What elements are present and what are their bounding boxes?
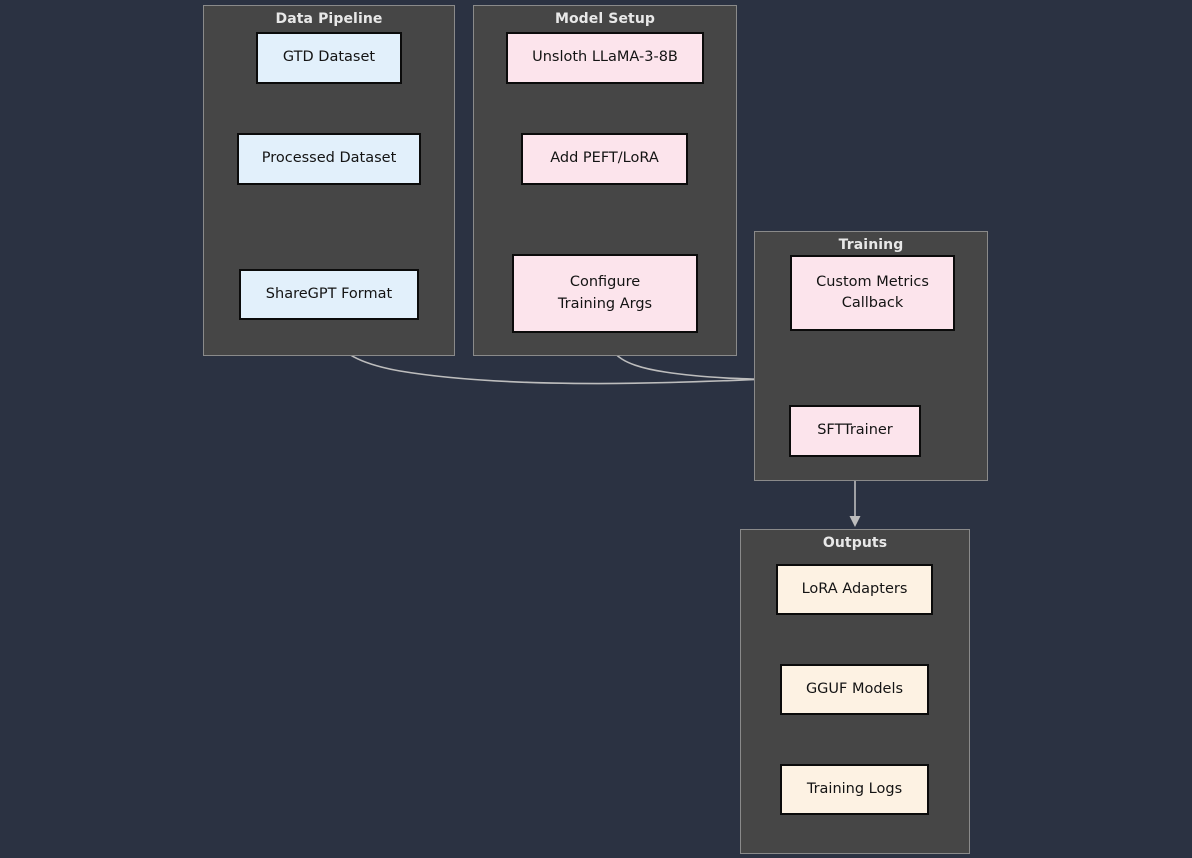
node-label-gguf-models: GGUF Models: [805, 680, 904, 697]
node-label-gtd-dataset: GTD Dataset: [282, 49, 376, 66]
cluster-title-data-pipeline: Data Pipeline: [275, 11, 383, 27]
cluster-title-outputs: Outputs: [822, 535, 888, 551]
node-label-custom-metrics-callback: Custom Metrics Callback: [816, 273, 929, 311]
node-label-processed-dataset: Processed Dataset: [261, 150, 397, 167]
cluster-title-training: Training: [838, 237, 904, 253]
node-label-sharegpt-format: ShareGPT Format: [265, 285, 393, 302]
node-label-training-logs: Training Logs: [806, 780, 903, 797]
node-add-peft-lora[interactable]: Add PEFT/LoRA: [521, 133, 688, 185]
node-training-logs[interactable]: Training Logs: [780, 764, 929, 815]
node-unsloth-llama[interactable]: Unsloth LLaMA-3-8B: [506, 32, 704, 84]
node-custom-metrics-callback[interactable]: Custom Metrics Callback: [790, 255, 955, 331]
node-label-add-peft-lora: Add PEFT/LoRA: [550, 150, 659, 167]
node-sharegpt-format[interactable]: ShareGPT Format: [239, 269, 419, 320]
node-configure-training-args[interactable]: Configure Training Args: [512, 254, 698, 333]
node-label-configure-training-args: Configure Training Args: [557, 274, 653, 312]
node-label-unsloth-llama: Unsloth LLaMA-3-8B: [532, 49, 678, 66]
cluster-title-model-setup: Model Setup: [554, 11, 656, 27]
node-processed-dataset[interactable]: Processed Dataset: [237, 133, 421, 185]
node-label-sfttrainer: SFTTrainer: [817, 422, 893, 439]
node-lora-adapters[interactable]: LoRA Adapters: [776, 564, 933, 615]
node-gguf-models[interactable]: GGUF Models: [780, 664, 929, 715]
node-label-lora-adapters: LoRA Adapters: [801, 580, 908, 597]
node-gtd-dataset[interactable]: GTD Dataset: [256, 32, 402, 84]
node-sfttrainer[interactable]: SFTTrainer: [789, 405, 921, 457]
